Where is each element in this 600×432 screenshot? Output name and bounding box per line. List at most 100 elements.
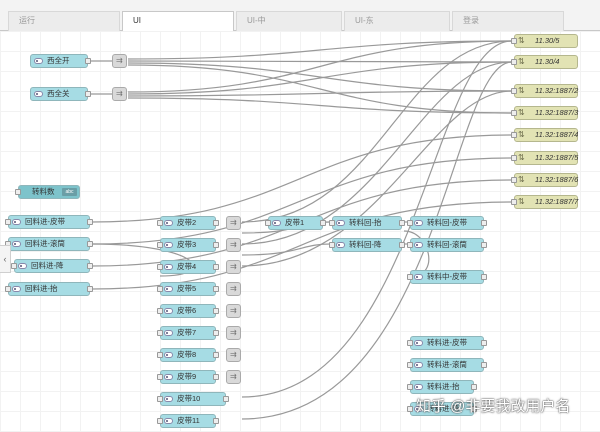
output-port[interactable]: [213, 220, 219, 226]
switch-ui-node[interactable]: 皮带1: [265, 216, 326, 230]
mqtt-out-node[interactable]: ⇅ 11.30/4: [511, 55, 578, 69]
switch-ui-node[interactable]: 回料进-皮带: [5, 215, 93, 229]
switch-node[interactable]: ⇉: [226, 260, 241, 274]
input-port[interactable]: [511, 132, 517, 138]
switch-ui-node[interactable]: 转料进-抬: [407, 380, 477, 394]
output-port[interactable]: [399, 242, 405, 248]
input-port[interactable]: [407, 274, 413, 280]
output-port[interactable]: [213, 352, 219, 358]
switch-ui-node[interactable]: 转料回-皮带: [407, 216, 487, 230]
input-port[interactable]: [407, 406, 413, 412]
switch-ui-node[interactable]: 皮带10: [157, 392, 229, 406]
output-port[interactable]: [481, 242, 487, 248]
input-port[interactable]: [5, 219, 11, 225]
input-port[interactable]: [265, 220, 271, 226]
switch-ui-node[interactable]: 转料中-皮带: [407, 270, 487, 284]
switch-ui-node[interactable]: 皮带9: [157, 370, 219, 384]
switch-ui-node[interactable]: 转料回-抬: [329, 216, 405, 230]
mqtt-out-node[interactable]: ⇅ 11.32:1887/5: [511, 151, 578, 165]
output-port[interactable]: [223, 396, 229, 402]
input-port[interactable]: [407, 384, 413, 390]
output-port[interactable]: [85, 58, 91, 64]
switch-ui-node[interactable]: 皮带8: [157, 348, 219, 362]
input-port[interactable]: [511, 199, 517, 205]
output-port[interactable]: [213, 286, 219, 292]
inject-node-west-all-off[interactable]: 西全关: [30, 87, 91, 101]
output-port[interactable]: [481, 362, 487, 368]
input-port[interactable]: [157, 264, 163, 270]
chevron-left-icon[interactable]: ‹: [0, 245, 11, 273]
switch-node[interactable]: ⇉: [226, 348, 241, 362]
switch-node[interactable]: ⇉: [226, 216, 241, 230]
switch-ui-node[interactable]: 转料进-降: [407, 402, 477, 416]
tab-ui[interactable]: UI: [122, 11, 234, 32]
inject-button-icon[interactable]: [34, 58, 43, 64]
input-port[interactable]: [511, 88, 517, 94]
switch-ui-node[interactable]: 皮带3: [157, 238, 219, 252]
output-port[interactable]: [481, 274, 487, 280]
input-port[interactable]: [511, 110, 517, 116]
switch-ui-node[interactable]: 皮带4: [157, 260, 219, 274]
input-port[interactable]: [511, 38, 517, 44]
switch-ui-node[interactable]: 皮带2: [157, 216, 219, 230]
input-port[interactable]: [157, 418, 163, 424]
output-port[interactable]: [87, 241, 93, 247]
output-port[interactable]: [213, 330, 219, 336]
input-port[interactable]: [157, 220, 163, 226]
mqtt-out-node[interactable]: ⇅ 11.30/5: [511, 34, 578, 48]
input-port[interactable]: [407, 362, 413, 368]
mqtt-out-node[interactable]: ⇅ 11.32:1887/4: [511, 128, 578, 142]
switch-node[interactable]: ⇉: [226, 282, 241, 296]
input-port[interactable]: [157, 286, 163, 292]
input-port[interactable]: [15, 189, 21, 195]
switch-ui-node[interactable]: 转料回-滚筒: [407, 238, 487, 252]
mqtt-out-node[interactable]: ⇅ 11.32:1887/3: [511, 106, 578, 120]
output-port[interactable]: [471, 384, 477, 390]
input-port[interactable]: [157, 352, 163, 358]
mqtt-out-node[interactable]: ⇅ 11.32:1887/6: [511, 173, 578, 187]
mqtt-out-node[interactable]: ⇅ 11.32:1887/2: [511, 84, 578, 98]
inject-node-west-all-on[interactable]: 西全开: [30, 54, 91, 68]
switch-ui-node[interactable]: 回料进-降: [11, 259, 93, 273]
switch-ui-node[interactable]: 皮带7: [157, 326, 219, 340]
inject-button-icon[interactable]: [34, 91, 43, 97]
input-port[interactable]: [157, 308, 163, 314]
switch-ui-node[interactable]: 回料进-滚筒: [5, 237, 93, 251]
output-port[interactable]: [87, 286, 93, 292]
input-port[interactable]: [157, 374, 163, 380]
tab-login[interactable]: 登录: [452, 11, 564, 31]
input-port[interactable]: [407, 220, 413, 226]
output-port[interactable]: [213, 308, 219, 314]
output-port[interactable]: [399, 220, 405, 226]
output-port[interactable]: [85, 91, 91, 97]
switch-ui-node[interactable]: 皮带5: [157, 282, 219, 296]
tab-run[interactable]: 运行: [8, 11, 120, 31]
tab-ui-middle[interactable]: UI-中: [236, 11, 342, 31]
input-port[interactable]: [157, 242, 163, 248]
input-port[interactable]: [157, 396, 163, 402]
input-port[interactable]: [511, 177, 517, 183]
switch-ui-node[interactable]: 转料进-皮带: [407, 336, 487, 350]
output-port[interactable]: [213, 418, 219, 424]
input-port[interactable]: [329, 242, 335, 248]
output-port[interactable]: [320, 220, 326, 226]
text-output-node[interactable]: 转料数 abc: [15, 185, 80, 199]
input-port[interactable]: [511, 155, 517, 161]
output-port[interactable]: [481, 220, 487, 226]
switch-ui-node[interactable]: 皮带11: [157, 414, 219, 428]
switch-ui-node[interactable]: 转料回-降: [329, 238, 405, 252]
input-port[interactable]: [5, 286, 11, 292]
output-port[interactable]: [87, 219, 93, 225]
output-port[interactable]: [213, 374, 219, 380]
output-port[interactable]: [213, 264, 219, 270]
switch-node[interactable]: ⇉: [112, 87, 127, 101]
flow-canvas[interactable]: 西全开 ⇉ 西全关 ⇉ ⇅ 11.30/5 ⇅ 11.30/4 ⇅ 11.32:…: [0, 31, 600, 432]
input-port[interactable]: [157, 330, 163, 336]
input-port[interactable]: [11, 263, 17, 269]
switch-node[interactable]: ⇉: [226, 238, 241, 252]
mqtt-out-node[interactable]: ⇅ 11.32:1887/7: [511, 195, 578, 209]
output-port[interactable]: [471, 406, 477, 412]
input-port[interactable]: [329, 220, 335, 226]
switch-node[interactable]: ⇉: [226, 370, 241, 384]
switch-ui-node[interactable]: 转料进-滚筒: [407, 358, 487, 372]
